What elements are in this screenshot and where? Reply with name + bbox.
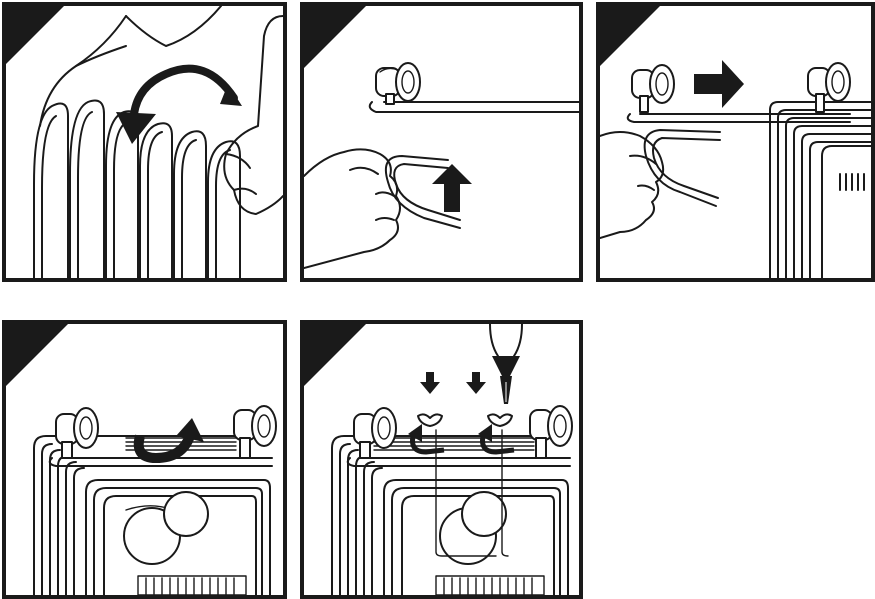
control-knob [440,492,506,564]
step-5-panel [300,320,583,599]
radiator-bar [370,102,579,112]
wing-nut-icon [488,414,512,426]
corner-marker [6,324,68,386]
step-4-illustration [6,324,283,595]
down-arrow-icon [466,372,486,394]
castor-wheel-icon [376,63,420,104]
corner-marker [304,6,366,68]
castor-wheel-icon [632,65,674,112]
step-1-panel [2,2,287,282]
vent-grille [138,576,246,595]
control-knob [124,492,208,564]
corner-marker [600,6,660,66]
step-1-illustration [6,6,283,278]
step-2-illustration [304,6,579,278]
radiator-body-icon [332,436,568,595]
radiator-body-icon [770,102,871,278]
hand-icon [224,16,283,214]
down-arrow-icon [420,372,440,394]
pliers-icon [490,324,522,404]
curved-arrow-icon [116,69,242,144]
castor-wheel-icon [234,406,276,458]
castor-wheel-icon [56,408,98,458]
u-bracket-icon [436,430,508,556]
step-3-panel [596,2,875,282]
vent-slots [840,174,864,190]
hand-icon [600,132,663,238]
u-bracket-icon [645,130,720,206]
wing-nut-icon [418,414,442,426]
corner-marker [6,6,64,64]
castor-wheel-icon [808,63,850,112]
right-arrow-icon [694,60,744,108]
step-5-illustration [304,324,579,595]
step-4-panel [2,320,287,599]
corner-marker [304,324,366,386]
step-3-illustration [600,6,871,278]
step-2-panel [300,2,583,282]
up-arrow-icon [432,164,472,212]
vent-grille [436,576,544,595]
castor-wheel-icon [530,406,572,458]
